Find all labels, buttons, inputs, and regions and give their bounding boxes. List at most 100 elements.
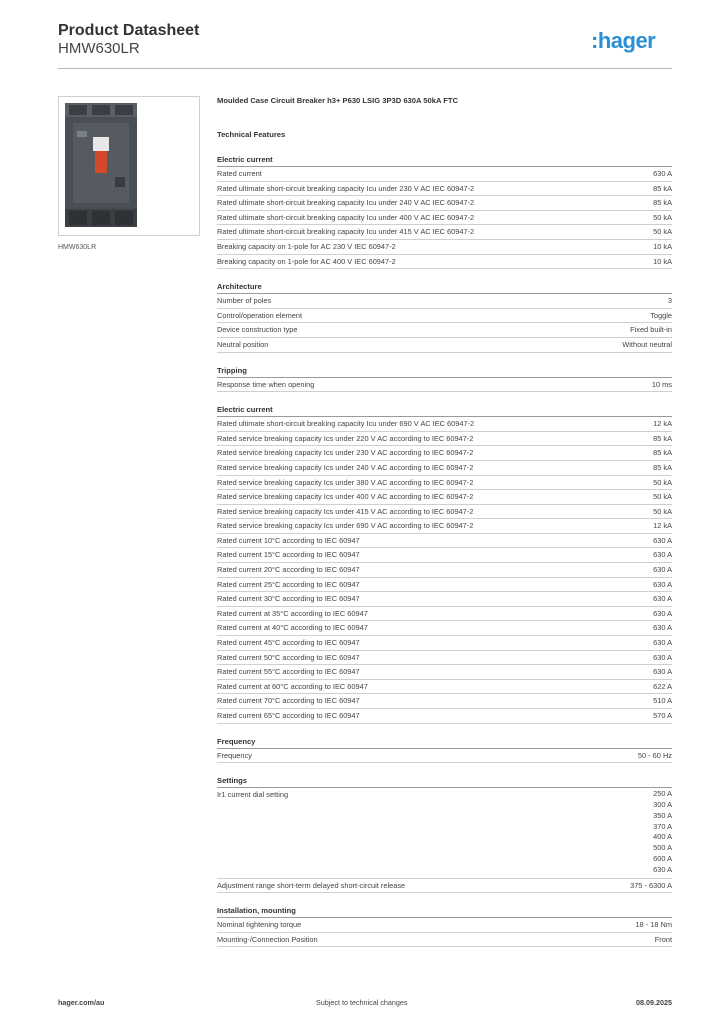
spec-label: Rated current [217,169,262,178]
spec-value: 85 kA [653,183,672,193]
spec-value: Fixed built-in [630,325,672,335]
spec-label: Rated current 55°C according to IEC 6094… [217,667,360,677]
spec-row: Rated current 45°C according to IEC 6094… [217,636,672,651]
spec-label: Rated current 70°C according to IEC 6094… [217,696,360,706]
spec-label: Rated service breaking capacity Ics unde… [217,462,474,472]
spec-row: Rated ultimate short-circuit breaking ca… [217,196,672,211]
spec-value: 50 kA [653,212,672,222]
header-divider [58,68,672,69]
spec-row: Rated ultimate short-circuit breaking ca… [217,225,672,240]
spec-value: 630 A [653,608,672,618]
footer-website: hager.com/au [58,998,105,1007]
spec-row: Neutral position Without neutral [217,338,672,353]
spec-label: Mounting-/Connection Position [217,934,318,944]
spec-value: 50 kA [653,227,672,237]
section-title: Installation, mounting [217,905,672,919]
spec-label: Control/operation element [217,310,303,320]
spec-value: 10 kA [653,256,672,266]
spec-value: 375 - 6300 A [630,880,672,890]
spec-row: Breaking capacity on 1-pole for AC 400 V… [217,255,672,270]
spec-row: Breaking capacity on 1-pole for AC 230 V… [217,240,672,255]
spec-row: Rated current 65°C according to IEC 6094… [217,709,672,724]
spec-label: Rated service breaking capacity Ics unde… [217,448,474,458]
spec-value: 50 kA [653,477,672,487]
spec-row: Rated ultimate short-circuit breaking ca… [217,211,672,226]
spec-value: Without neutral [622,339,672,349]
section-title: Electric current [217,154,672,167]
spec-value: 85 kA [653,198,672,208]
spec-label: Rated ultimate short-circuit breaking ca… [217,419,475,429]
spec-label: Rated service breaking capacity Ics unde… [217,477,474,487]
spec-row: Adjustment range short-term delayed shor… [217,879,672,894]
spec-value: 50 kA [653,492,672,502]
circuit-breaker-image [65,103,137,227]
section-title: Electric current [217,404,672,418]
footer-note: Subject to technical changes [316,998,408,1007]
spec-value: 630 A [653,579,672,589]
spec-label: Rated ultimate short-circuit breaking ca… [217,227,475,237]
spec-label: Rated current 15°C according to IEC 6094… [217,550,360,560]
spec-value: 630 A [653,638,672,648]
spec-label: Ir1 current dial setting [217,790,289,800]
spec-row: Rated current 55°C according to IEC 6094… [217,665,672,680]
spec-label: Rated current 10°C according to IEC 6094… [217,535,360,545]
spec-label: Device construction type [217,325,298,335]
spec-label: Rated current 30°C according to IEC 6094… [217,594,360,604]
spec-label: Rated current 50°C according to IEC 6094… [217,652,360,662]
spec-value: 630 A [653,169,672,178]
spec-row: Rated service breaking capacity Ics unde… [217,446,672,461]
spec-label: Response time when opening [217,379,315,389]
spec-label: Rated current 65°C according to IEC 6094… [217,711,360,720]
spec-row: Rated service breaking capacity Ics unde… [217,476,672,491]
spec-label: Rated ultimate short-circuit breaking ca… [217,198,475,208]
spec-value-option: 370 A [653,821,672,831]
spec-value-option: 300 A [653,799,672,809]
spec-value-option: 630 A [653,864,672,874]
spec-row: Rated current 30°C according to IEC 6094… [217,592,672,607]
spec-row: Rated current at 40°C according to IEC 6… [217,621,672,637]
section-title: Architecture [217,281,672,295]
spec-value-option: 250 A [653,789,672,799]
spec-value: 630 A [653,565,672,575]
technical-features-title: Technical Features [217,130,286,139]
spec-value: Front [654,934,672,944]
page-title: Product Datasheet [58,22,200,39]
spec-value: 85 kA [653,433,672,443]
spec-value: 12 kA [653,521,672,531]
spec-row: Rated ultimate short-circuit breaking ca… [217,417,672,432]
spec-row: Rated current 630 A [217,167,672,182]
image-caption: HMW630LR [58,244,97,251]
spec-row: Rated service breaking capacity Ics unde… [217,519,672,534]
spec-row: Mounting-/Connection Position Front [217,933,672,948]
spec-value: 50 kA [653,506,672,516]
footer-date: 08.09.2025 [636,998,672,1007]
spec-value: 630 A [653,594,672,604]
spec-value: 630 A [653,535,672,545]
spec-label: Rated service breaking capacity Ics unde… [217,521,474,531]
spec-value-option: 350 A [653,810,672,820]
spec-row: Rated current at 60°C according to IEC 6… [217,680,672,695]
spec-row: Rated service breaking capacity Ics unde… [217,461,672,476]
hager-logo: :hager [591,28,656,53]
spec-row: Rated current 10°C according to IEC 6094… [217,534,672,549]
spec-value-option: 500 A [653,843,672,853]
spec-row: Rated current 15°C according to IEC 6094… [217,548,672,564]
spec-label: Neutral position [217,339,269,349]
spec-label: Rated current 25°C according to IEC 6094… [217,579,360,589]
section-title: Frequency [217,736,672,749]
spec-row: Rated service breaking capacity Ics unde… [217,505,672,520]
spec-row: Rated service breaking capacity Ics unde… [217,432,672,447]
spec-label: Adjustment range short-term delayed shor… [217,880,406,890]
spec-label: Rated current 45°C according to IEC 6094… [217,638,360,648]
spec-label: Frequency [217,750,252,760]
spec-row: Rated service breaking capacity Ics unde… [217,490,672,505]
